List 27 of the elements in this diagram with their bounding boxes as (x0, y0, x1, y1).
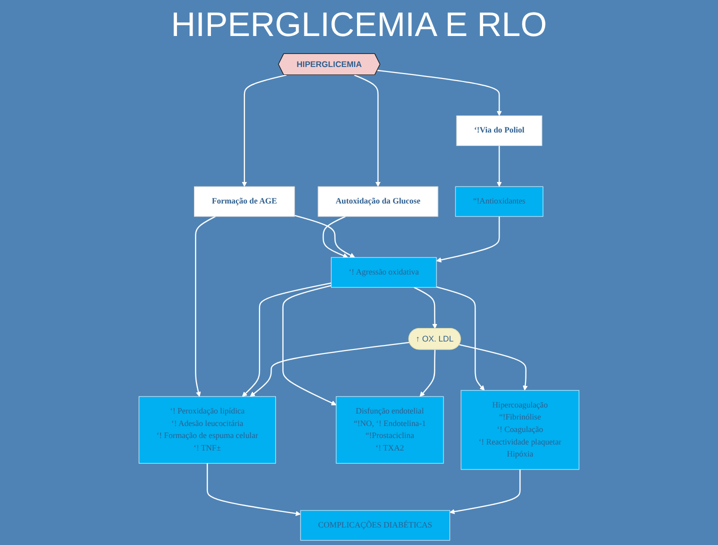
node-box: COMPLICAÇÕES DIABÉTICAS (300, 510, 450, 541)
node-box: Disfunção endotelial “!NO, ‘! Endotelina-1 “!Prostaciclina ‘! TXA2 (336, 396, 444, 464)
arrow (496, 146, 502, 187)
arrow (377, 70, 502, 116)
node-box: “!Antioxidantes (455, 186, 544, 217)
arrow (436, 286, 485, 391)
diagram-title: HIPERGLICEMIA E RLO (171, 6, 547, 45)
arrow (282, 284, 336, 406)
node-box: Autoxidação da Glucose (318, 186, 438, 217)
arrow (450, 469, 521, 514)
arrow (195, 216, 216, 397)
arrow (242, 74, 287, 187)
node-box: ‘! Agressão oxidativa (330, 257, 437, 288)
arrow (459, 344, 528, 391)
arrow (250, 342, 410, 397)
node-box: ‘! Peroxidação lipídica ‘! Adesão leucocitária ‘! Formação de espuma celular ‘! TNF± (138, 396, 276, 464)
arrow (242, 282, 332, 397)
arrow (436, 216, 500, 262)
node-box: Formação de AGE (194, 186, 295, 217)
node-box: ‘!Via do Poliol (456, 115, 542, 146)
node-box: Hipercoagulação “!Fibrinólise ‘! Coagulação ‘! Reactividade plaquetar Hipóxia (460, 390, 580, 470)
arrow (354, 74, 381, 187)
arrow (322, 216, 348, 258)
arrow (420, 350, 436, 397)
arrow (206, 463, 301, 516)
arrow (294, 214, 356, 258)
arrow (414, 286, 438, 329)
